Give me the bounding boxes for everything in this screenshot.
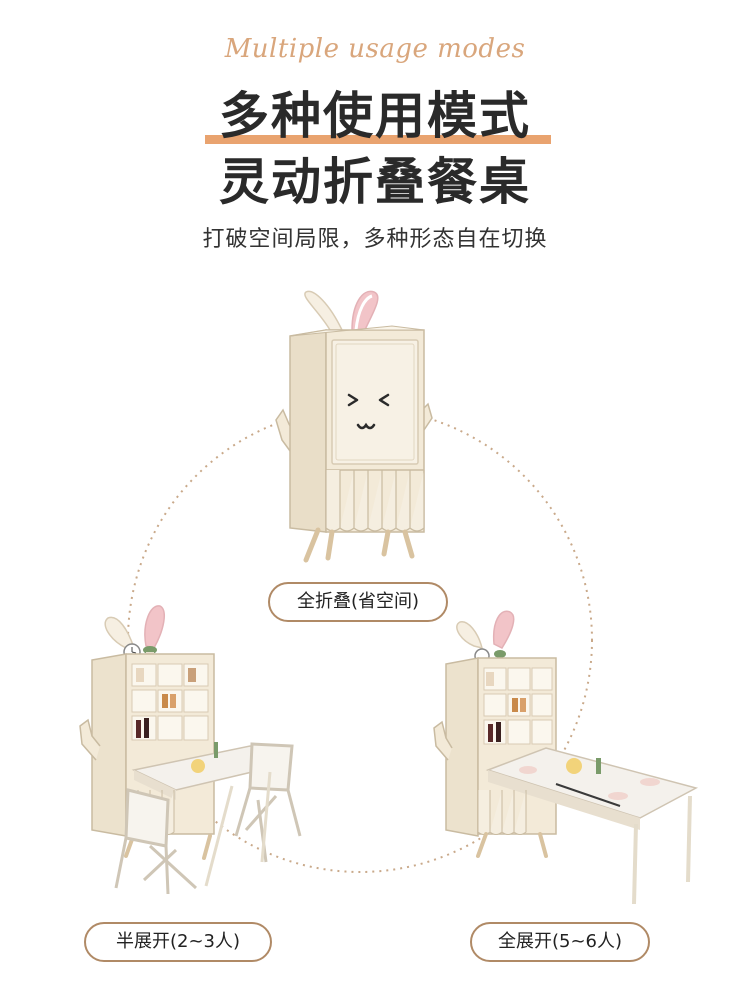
face-eye-left-icon — [347, 393, 359, 407]
cabinet-folded — [275, 290, 433, 563]
chair-back-right — [234, 742, 302, 863]
face-mouth-icon — [356, 422, 376, 430]
title-line-1-wrap: 多种使用模式 — [0, 86, 750, 146]
title-line-1: 多种使用模式 — [205, 86, 551, 146]
mode-label-fully-unfolded: 全展开(5~6人) — [470, 922, 650, 962]
title-line-2: 灵动折叠餐桌 — [219, 153, 531, 211]
title-line-2-wrap: 灵动折叠餐桌 — [0, 152, 750, 212]
fruit-bowl-icon — [191, 759, 205, 773]
subtitle: 打破空间局限，多种形态自在切换 — [202, 227, 548, 252]
cabinet-half-unfolded — [79, 605, 302, 895]
chair-front-left — [114, 788, 198, 895]
mode-label-folded: 全折叠(省空间) — [268, 582, 448, 622]
cabinet-fully-unfolded — [433, 610, 699, 905]
title-line-1-text: 多种使用模式 — [219, 87, 531, 145]
fruit-bowl-icon — [566, 758, 582, 774]
face-eye-right-icon — [378, 393, 390, 407]
plant-icon — [494, 650, 506, 658]
mode-label-half-unfolded: 半展开(2~3人) — [84, 922, 272, 962]
eyebrow-text: Multiple usage modes — [224, 34, 526, 64]
